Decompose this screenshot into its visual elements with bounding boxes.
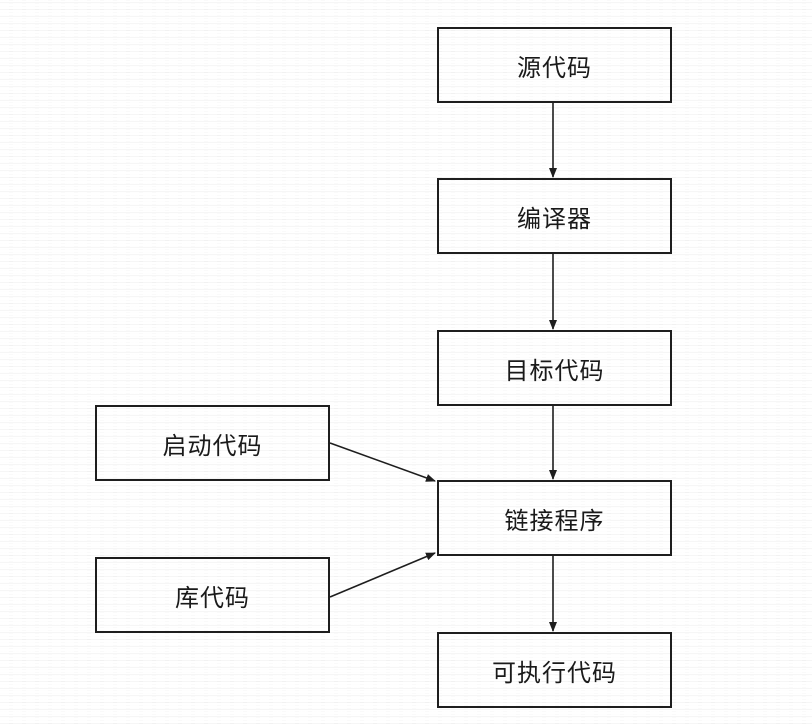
node-label: 可执行代码 bbox=[492, 658, 617, 687]
node-executable-code: 可执行代码 bbox=[437, 632, 672, 708]
node-label: 编译器 bbox=[517, 204, 592, 233]
node-label: 启动代码 bbox=[162, 431, 263, 460]
arrow-startup-to-linker bbox=[329, 442, 436, 482]
node-startup-code: 启动代码 bbox=[95, 405, 330, 481]
node-label: 目标代码 bbox=[504, 356, 605, 385]
node-label: 链接程序 bbox=[504, 506, 605, 535]
node-compiler: 编译器 bbox=[437, 178, 672, 254]
node-linker: 链接程序 bbox=[437, 480, 672, 556]
node-library-code: 库代码 bbox=[95, 557, 330, 633]
node-label: 库代码 bbox=[175, 583, 250, 612]
node-object-code: 目标代码 bbox=[437, 330, 672, 406]
node-label: 源代码 bbox=[517, 53, 592, 82]
node-source-code: 源代码 bbox=[437, 27, 672, 103]
arrow-library-to-linker bbox=[329, 552, 436, 598]
